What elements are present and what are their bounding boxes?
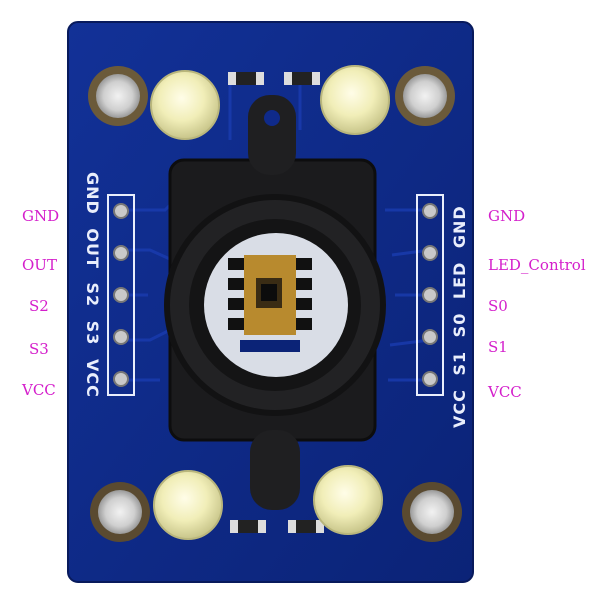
silkscreen-left: GND OUT S2 S3 VCC (83, 172, 102, 405)
header-right (416, 194, 444, 396)
silk-left-4: S3 (83, 320, 102, 346)
mounting-holes (88, 66, 462, 542)
label-left-s3: S3 (29, 340, 49, 358)
label-right-s1: S1 (488, 338, 508, 356)
silkscreen-right: VCC S1 S0 LED GND (450, 198, 469, 428)
silk-right-2: S1 (450, 350, 469, 376)
label-left-s2: S2 (29, 297, 49, 315)
silk-right-1: VCC (450, 389, 469, 428)
silk-left-5: VCC (83, 358, 102, 398)
sensor-chip (228, 255, 312, 352)
label-left-out: OUT (22, 256, 57, 274)
white-leds (150, 65, 390, 540)
label-left-vcc: VCC (22, 381, 56, 399)
silk-left-1: GND (83, 172, 102, 215)
header-left (107, 194, 135, 396)
silk-right-5: GND (450, 205, 469, 249)
silk-left-3: S2 (83, 282, 102, 308)
silk-right-4: LED (450, 261, 469, 300)
label-right-s0: S0 (488, 297, 508, 315)
smd-resistors (228, 72, 324, 533)
label-right-vcc: VCC (488, 383, 522, 401)
silk-right-3: S0 (450, 312, 469, 338)
label-left-gnd: GND (22, 207, 60, 225)
label-right-led-control: LED_Control (488, 256, 586, 274)
silk-left-2: OUT (83, 228, 102, 269)
label-right-gnd: GND (488, 207, 526, 225)
